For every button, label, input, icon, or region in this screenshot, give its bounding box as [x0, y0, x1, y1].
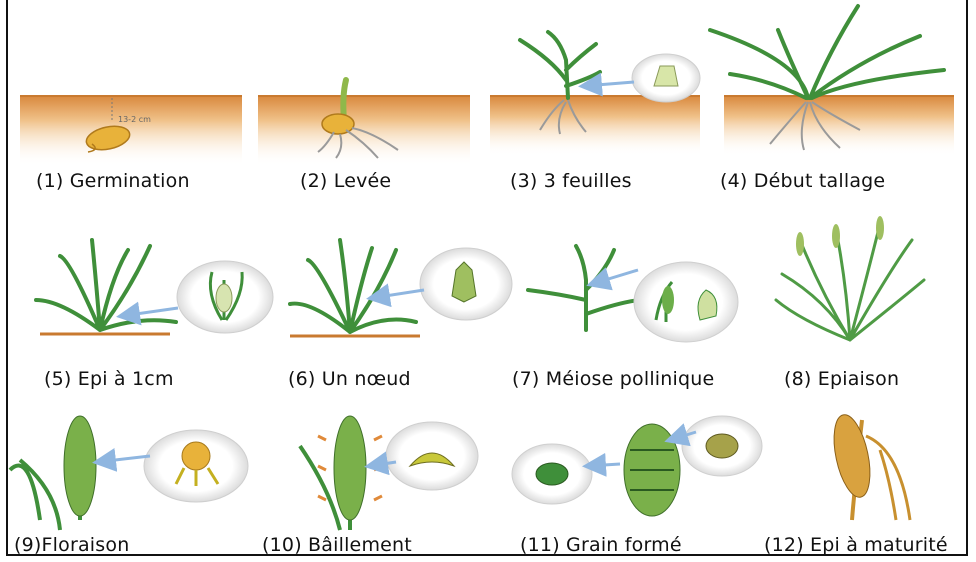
stage-1-label: (1) Germination [36, 170, 190, 192]
stage-2-label: (2) Levée [300, 170, 391, 192]
stage-11-grain-formed-drawing [512, 416, 762, 516]
stage-9-flowering-drawing [10, 416, 248, 530]
stage-4-tillering-drawing [710, 6, 954, 156]
depth-annotation: 13-2 cm [118, 115, 151, 124]
stage-6-label: (6) Un nœud [288, 368, 411, 390]
stage-12-label: (12) Epi à maturité [764, 534, 968, 556]
stage-12-ripe-ear-drawing [828, 412, 910, 520]
stage-9-label: (9)Floraison [14, 534, 129, 556]
stage-7-meiosis-drawing [528, 246, 738, 342]
stage-5-ear-1cm-drawing [36, 240, 273, 334]
stage-4-label: (4) Début tallage [720, 170, 885, 192]
stage-6-one-node-drawing [290, 240, 512, 336]
stage-8-heading-drawing [776, 216, 924, 340]
stage-8-label: (8) Epiaison [784, 368, 899, 390]
stage-11-label: (11) Grain formé [520, 534, 682, 556]
stage-10-gaping-drawing [300, 416, 478, 530]
stage-5-label: (5) Epi à 1cm [44, 368, 174, 390]
stage-3-label: (3) 3 feuilles [510, 170, 632, 192]
stage-7-label: (7) Méiose pollinique [512, 368, 714, 390]
stage-1-germination-drawing: 13-2 cm [20, 96, 242, 166]
stage-10-label: (10) Bâillement [262, 534, 412, 556]
stage-2-levee-drawing [258, 80, 470, 166]
stage-3-three-leaves-drawing [490, 32, 700, 156]
